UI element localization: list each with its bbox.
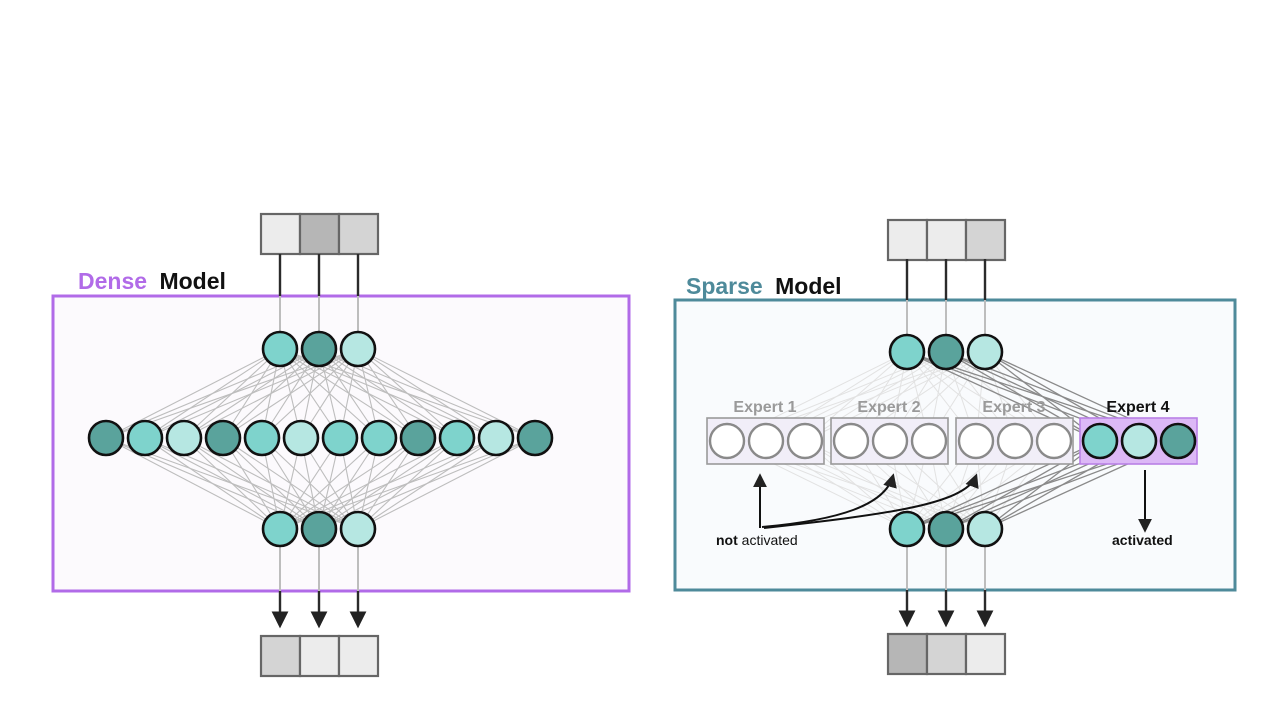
sparse-top-node [966,333,1004,371]
dense-input-token [337,212,380,256]
sparse-input-tokens [886,218,1007,262]
sparse-input-token [886,218,929,262]
not-activated-label: not activated [716,532,798,548]
dense-input-token [298,212,341,256]
dense-hidden-node [399,419,437,457]
dense-top-node [261,330,299,368]
sparse-title: Sparse Model [686,273,842,299]
sparse-title-word1: Sparse [686,273,763,299]
sparse-top-node [927,333,965,371]
dense-hidden-node [165,419,203,457]
sparse-output-tokens [886,632,1007,676]
expert-node [1035,422,1073,460]
dense-hidden-node [360,419,398,457]
expert-node [747,422,785,460]
expert-label: Expert 4 [1106,399,1169,416]
expert-node [957,422,995,460]
dense-title: Dense Model [78,268,226,294]
sparse-input-lines-inner [906,300,986,336]
dense-bottom-node [261,510,299,548]
sparse-input-lines [905,259,987,300]
sparse-output-token [886,632,929,676]
expert-node [832,422,870,460]
sparse-bottom-node [966,510,1004,548]
dense-top-node [300,330,338,368]
sparse-output-lines [906,546,986,590]
sparse-output-token [925,632,968,676]
dense-edge [183,437,281,530]
dense-edge [279,348,419,439]
dense-nodes [87,330,554,548]
dense-model: Dense Model [51,212,631,678]
dense-hidden-node [321,419,359,457]
expert-node [1081,422,1119,460]
dense-edge [279,437,419,530]
dense-hidden-node [243,419,281,457]
dense-edge [279,348,380,439]
dense-input-token [259,212,302,256]
dense-output-tokens [259,634,380,678]
dense-hidden-node [282,419,320,457]
dense-hidden-node [516,419,554,457]
sparse-experts: Expert 1 Expert 2 Expert 3 Expert 4 [706,399,1198,465]
dense-input-lines [278,254,360,296]
dense-output-arrows [271,591,367,629]
dense-top-node [339,330,377,368]
dense-output-token [259,634,302,678]
sparse-bottom-node [927,510,965,548]
dense-output-token [298,634,341,678]
not-activated-label-bold: not [716,532,738,548]
expert-node [786,422,824,460]
expert-label: Expert 2 [857,399,920,416]
sparse-model: Sparse Model Expert 1 Expert 2 Expert 3 [673,218,1237,676]
dense-hidden-node [126,419,164,457]
expert-node [1120,422,1158,460]
expert-node [708,422,746,460]
dense-output-token [337,634,380,678]
expert-label: Expert 1 [733,399,796,416]
expert-node [910,422,948,460]
dense-hidden-node [477,419,515,457]
dense-hidden-node [204,419,242,457]
not-activated-arrow-expert2 [761,473,897,528]
expert-node [871,422,909,460]
sparse-title-word2: Model [775,273,841,299]
dense-input-tokens [259,212,380,256]
dense-bottom-node [339,510,377,548]
sparse-edge [804,440,947,530]
sparse-top-node [888,333,926,371]
expert-node [1159,422,1197,460]
expert-label: Expert 3 [982,399,1045,416]
dense-edge [144,437,281,530]
not-activated-arrow-expert3 [763,473,979,529]
activated-label: activated [1112,532,1173,548]
not-activated-arrows [753,473,979,529]
not-activated-label-rest: activated [738,532,798,548]
dense-title-word2: Model [159,268,225,294]
dense-input-lines-inner [279,296,359,332]
sparse-edge [804,351,947,442]
dense-hidden-node [438,419,476,457]
sparse-input-token [925,218,968,262]
sparse-nodes [888,333,1004,548]
dense-title-word1: Dense [78,268,147,294]
sparse-input-token [964,218,1007,262]
sparse-output-arrows [898,590,994,628]
dense-edge [279,437,380,530]
dense-hidden-node [87,419,125,457]
sparse-output-token [964,632,1007,676]
dense-output-lines [279,546,359,591]
expert-node [996,422,1034,460]
dense-edge [183,348,281,439]
dense-edge [144,348,281,439]
sparse-bottom-node [888,510,926,548]
dense-bottom-node [300,510,338,548]
